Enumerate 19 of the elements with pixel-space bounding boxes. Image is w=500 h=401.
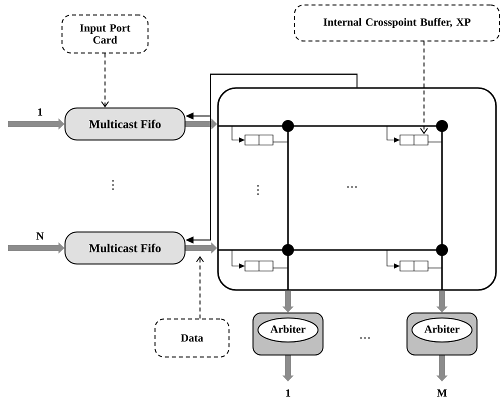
switch-fabric-box: [217, 87, 497, 291]
leader-line: [420, 41, 428, 134]
fifo-box: Multicast Fifo: [64, 108, 186, 140]
edge-label: N: [35, 231, 45, 241]
edge-label: 1: [36, 107, 44, 117]
fifo-box: Multicast Fifo: [64, 232, 186, 264]
callout-box: Data: [154, 318, 230, 358]
leader-line: [196, 256, 204, 319]
edge-label: M: [436, 388, 448, 398]
ellipsis: …: [360, 337, 370, 339]
callout-box: Internal Crosspoint Buffer, XP: [294, 4, 500, 42]
ellipsis: ⋮: [112, 180, 114, 190]
arbiter-box: Arbiter: [406, 312, 478, 356]
edge-label: 1: [284, 388, 292, 398]
callout-box: Input Port Card: [62, 14, 148, 54]
ellipsis: ⋮: [257, 185, 259, 195]
leader-line: [101, 53, 109, 108]
ellipsis: …: [347, 186, 357, 188]
arbiter-box: Arbiter: [252, 312, 324, 356]
